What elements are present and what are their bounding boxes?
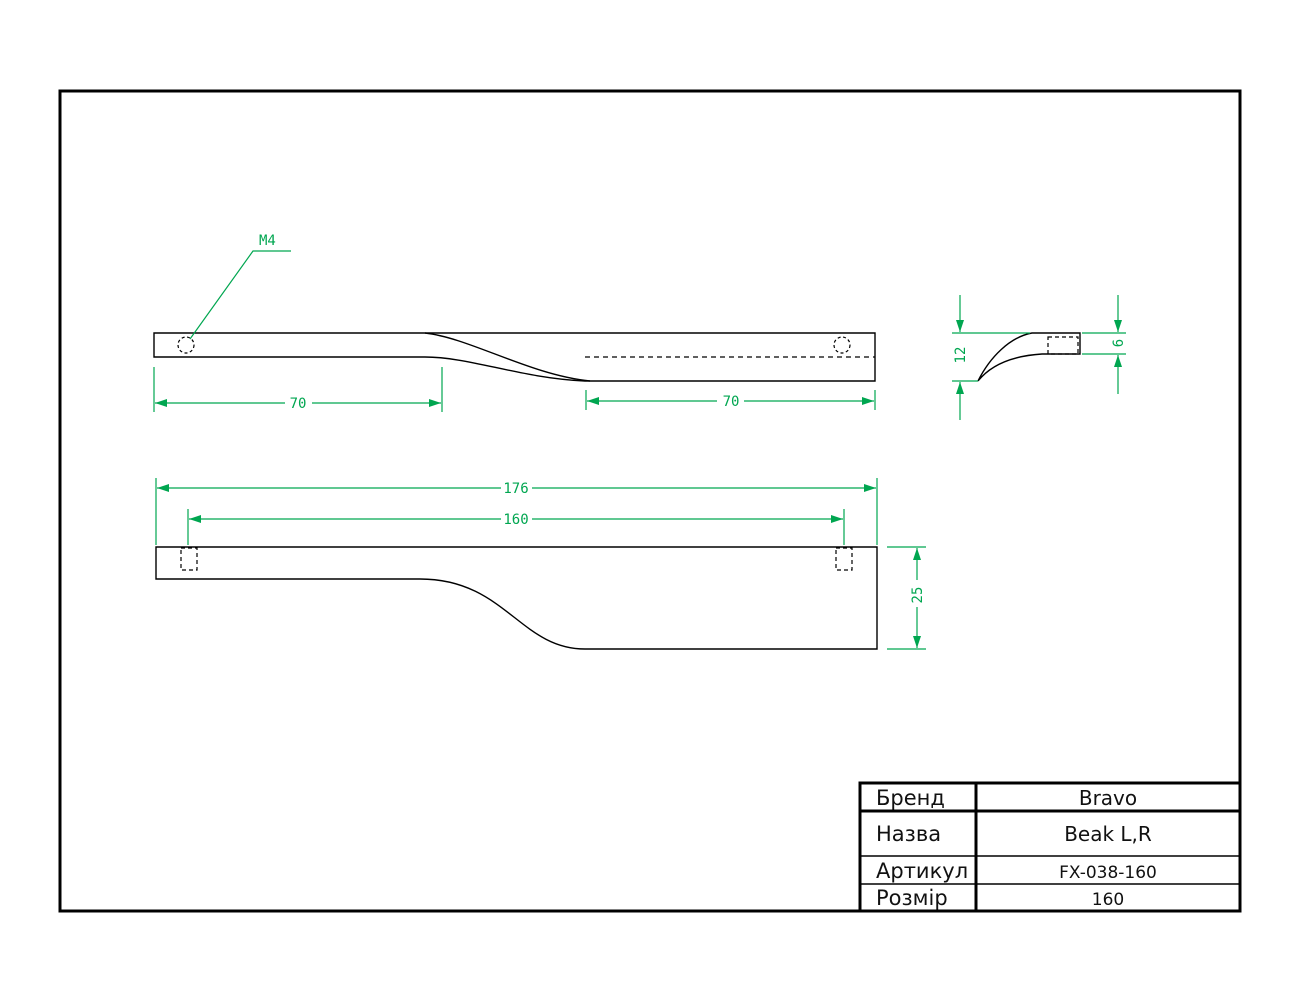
- side-profile: [977, 332, 1081, 382]
- dim-value: 176: [503, 481, 528, 497]
- title-block-label-name: Назва: [876, 822, 941, 846]
- dim-value: 70: [290, 396, 307, 412]
- dim-value: 25: [910, 587, 926, 604]
- thread-callout: M4: [189, 233, 291, 340]
- title-block-value-name: Beak L,R: [1064, 822, 1152, 846]
- dim-value: 6: [1111, 339, 1127, 347]
- thread-leader-line: [189, 250, 291, 340]
- profile-outline: [977, 332, 1081, 382]
- top-view: [153, 332, 876, 382]
- profile-thread-hidden: [1047, 336, 1079, 355]
- title-block-value-article: FX-038-160: [1059, 863, 1157, 883]
- title-block-value-size: 160: [1092, 890, 1124, 910]
- title-block-label-article: Артикул: [876, 859, 968, 883]
- drawing-frame: [58, 89, 1242, 913]
- threaded-hole-left: [177, 336, 195, 354]
- dim-height: 25: [887, 546, 926, 650]
- top-view-inner-curve: [424, 332, 591, 382]
- dim-hole-spacing: 160: [187, 509, 845, 545]
- dim-profile-thread: 6: [1082, 295, 1127, 394]
- dim-profile-height: 12: [952, 295, 1030, 420]
- title-block-label-brand: Бренд: [876, 786, 945, 810]
- title-block-border: [858, 781, 1242, 913]
- dim-total-length: 176: [155, 478, 878, 545]
- front-view-outline: [155, 546, 878, 650]
- thread-label: M4: [259, 233, 276, 249]
- front-hole-left-hidden: [180, 547, 198, 571]
- front-hole-right-hidden: [835, 547, 853, 571]
- dim-value: 12: [953, 347, 969, 364]
- dim-hole-left: 70: [153, 367, 443, 412]
- threaded-hole-right: [833, 336, 851, 354]
- dim-value: 70: [723, 394, 740, 410]
- title-block-label-size: Розмір: [876, 886, 948, 910]
- dim-value: 160: [503, 512, 528, 528]
- title-block: Бренд Bravo Назва Beak L,R Артикул FX-03…: [858, 781, 1242, 913]
- title-block-value-brand: Bravo: [1079, 786, 1137, 810]
- front-view: [155, 546, 878, 650]
- dim-hole-right: 70: [585, 390, 876, 410]
